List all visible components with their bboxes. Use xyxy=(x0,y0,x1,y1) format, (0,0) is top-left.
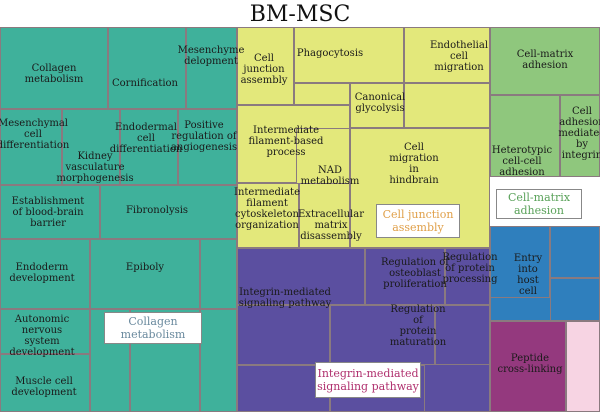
tile-label: Positive regulation of angiogenesis xyxy=(170,120,238,153)
tile-label: Cell adhesion mediated by integrin xyxy=(558,106,600,161)
treemap-tile xyxy=(435,305,490,365)
treemap-tile xyxy=(237,183,299,248)
tile-label: Muscle cell development xyxy=(11,376,77,398)
treemap-tile xyxy=(62,109,120,185)
treemap-tile xyxy=(445,248,490,305)
treemap-tile xyxy=(550,278,600,321)
treemap-tile xyxy=(0,309,90,354)
treemap-tile xyxy=(0,239,90,309)
group-caption-box: Integrin-mediated signaling pathway xyxy=(315,362,421,398)
tile-label: Fibronolysis xyxy=(125,205,189,216)
treemap-tile xyxy=(200,239,237,309)
tile-label: Autonomic nervous system development xyxy=(9,314,75,358)
tile-label: Mesenchyme delopment xyxy=(177,45,245,67)
treemap-tile xyxy=(108,27,186,109)
treemap-tile xyxy=(404,83,490,128)
tile-label: Establishment of blood-brain barrier xyxy=(11,196,85,229)
group-caption-box: Cell-matrix adhesion xyxy=(496,189,582,219)
tile-label: Endothelial cell migration xyxy=(429,40,489,73)
treemap-tile xyxy=(490,27,600,95)
tile-label: Endodermal cell differentiation xyxy=(109,122,183,155)
tile-label: Entry into host cell xyxy=(513,253,543,297)
tile-label: Intermediate filament-based process xyxy=(248,125,324,158)
tile-label: Cell junction assembly xyxy=(240,53,288,86)
treemap-tile xyxy=(237,365,330,412)
treemap-tile xyxy=(550,226,600,278)
tile-label: Integrin-mediated signaling pathway xyxy=(238,287,332,309)
tile-label: Peptide cross-linking xyxy=(497,353,563,375)
tile-label: Mesenchymal cell differentiation xyxy=(0,118,70,151)
treemap-tile xyxy=(0,354,90,412)
treemap-tile xyxy=(100,185,237,239)
treemap-tile xyxy=(0,109,62,185)
treemap-tile xyxy=(490,95,560,177)
tile-label: Epiboly xyxy=(125,262,165,273)
tile-label: Kidney vasculature morphogenesis xyxy=(56,151,134,184)
tile-label: Heterotypic cell-cell adhesion xyxy=(491,145,553,178)
treemap-tile xyxy=(490,226,550,298)
tile-label: Phagocytosis xyxy=(296,48,364,59)
treemap-tile xyxy=(120,109,178,185)
treemap-tile xyxy=(294,83,350,105)
tile-label: Regulation of protein maturation xyxy=(389,304,447,348)
treemap-tile xyxy=(365,248,445,305)
tile-label: Canonical glycolysis xyxy=(354,92,406,114)
treemap-tile xyxy=(237,248,365,305)
treemap-tile xyxy=(90,239,200,309)
treemap-tile xyxy=(350,83,404,128)
tile-label: Intermediate filament cytoskeleton organ… xyxy=(233,187,301,231)
treemap-tile xyxy=(178,109,237,185)
treemap-tile xyxy=(294,27,404,83)
treemap-tile xyxy=(299,183,350,248)
tile-label: Cell migration in hindbrain xyxy=(389,142,439,186)
tile-label: Extracellular matrix disassembly xyxy=(298,209,364,242)
tile-label: Regulation of osteoblast proliferation xyxy=(380,257,450,290)
tile-label: Cell-matrix adhesion xyxy=(516,49,574,71)
treemap-tile xyxy=(186,27,237,109)
tile-label: Regulation of protein processing xyxy=(442,252,498,285)
treemap-tile xyxy=(0,185,100,239)
tile-label: Cornification xyxy=(111,78,179,89)
treemap-tile xyxy=(404,27,490,83)
group-caption-box: Collagen metabolism xyxy=(104,312,202,344)
treemap-tile xyxy=(237,27,294,105)
group-caption-box: Cell junction assembly xyxy=(376,204,460,238)
treemap-tile xyxy=(237,305,330,365)
treemap-tile xyxy=(200,309,237,412)
treemap-tile xyxy=(330,305,435,365)
treemap-tile xyxy=(296,128,350,188)
tile-label: NAD metabolism xyxy=(300,165,360,187)
tile-label: Endoderm development xyxy=(9,262,75,284)
treemap-tile xyxy=(566,321,600,412)
tile-label: Collagen metabolism xyxy=(24,63,84,85)
treemap-tile xyxy=(0,27,108,109)
figure-title: BM-MSC xyxy=(249,2,351,27)
treemap-tile xyxy=(490,321,566,412)
